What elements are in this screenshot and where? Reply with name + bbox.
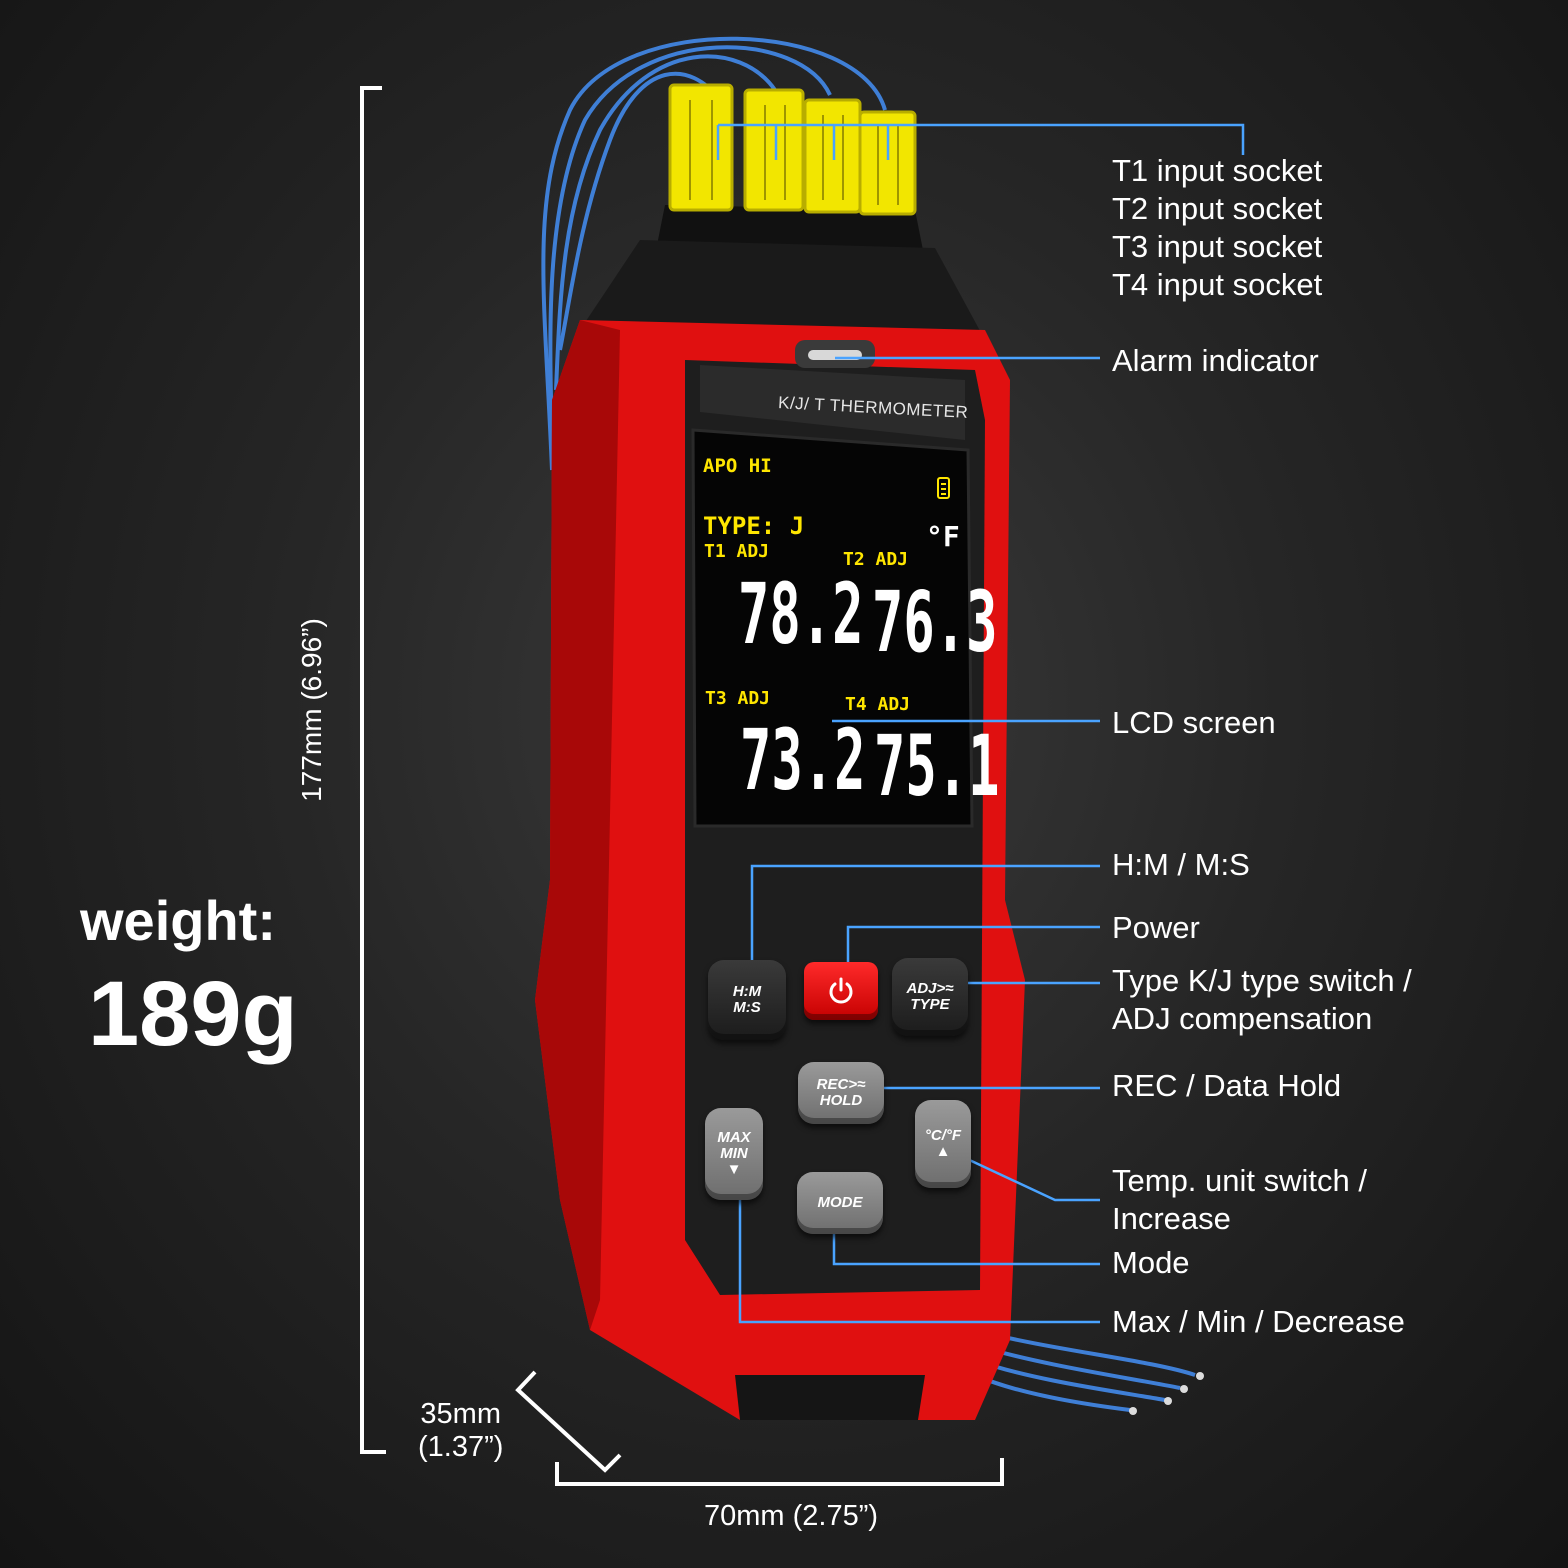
callout-lcd: LCD screen bbox=[1112, 705, 1276, 740]
callout-type-line1: Type K/J type switch / bbox=[1112, 963, 1412, 998]
lcd-screen bbox=[691, 428, 974, 828]
callout-type: Type K/J type switch / ADJ compensation bbox=[1112, 962, 1412, 1038]
callout-power: Power bbox=[1112, 910, 1200, 945]
depth-dimension-line1: 35mm bbox=[420, 1398, 501, 1430]
lcd-unit: °F bbox=[926, 520, 960, 553]
rec-hold-button[interactable]: REC>≈ HOLD bbox=[798, 1062, 884, 1124]
max-min-button-label1: MAX bbox=[717, 1129, 751, 1146]
callout-temp: Temp. unit switch / Increase bbox=[1112, 1162, 1367, 1238]
callout-type-line2: ADJ compensation bbox=[1112, 1001, 1373, 1036]
power-button[interactable] bbox=[804, 962, 878, 1020]
lcd-t4-value: 75.1 bbox=[874, 717, 1000, 815]
hm-ms-button[interactable]: H:M M:S bbox=[708, 960, 786, 1040]
callout-t4: T4 input socket bbox=[1112, 267, 1323, 302]
callout-mode: Mode bbox=[1112, 1245, 1190, 1280]
weight-label: weight: bbox=[80, 889, 276, 952]
lcd-t2-label: T2 ADJ bbox=[843, 549, 909, 570]
rec-hold-button-label1: REC>≈ bbox=[816, 1076, 866, 1093]
decrease-arrow-icon: ▼ bbox=[726, 1161, 742, 1178]
depth-dimension-line2: (1.37”) bbox=[418, 1431, 504, 1463]
thermocouple-wires-top bbox=[541, 36, 887, 471]
lcd-type: TYPE: J bbox=[703, 512, 805, 540]
lcd-t1-value: 78.2 bbox=[738, 565, 864, 663]
callout-hm: H:M / M:S bbox=[1112, 847, 1250, 882]
lcd-t1-label: T1 ADJ bbox=[704, 541, 770, 562]
device-body-side bbox=[535, 320, 620, 1330]
rec-hold-button-label2: HOLD bbox=[819, 1092, 863, 1109]
hm-ms-button-label2: M:S bbox=[733, 999, 761, 1016]
width-dimension: 70mm (2.75”) bbox=[704, 1500, 879, 1532]
adj-type-button-label1: ADJ>≈ bbox=[906, 980, 954, 997]
lcd-t3-value: 73.2 bbox=[740, 711, 866, 809]
title-band bbox=[700, 365, 965, 440]
callout-alarm: Alarm indicator bbox=[1112, 343, 1319, 378]
wire-tips bbox=[1129, 1372, 1204, 1415]
callout-input-sockets: T1 input socket T2 input socket T3 input… bbox=[1112, 152, 1322, 304]
depth-dimension: 35mm (1.37”) bbox=[418, 1398, 503, 1464]
adj-type-button[interactable]: ADJ>≈ TYPE bbox=[892, 958, 968, 1036]
mode-button[interactable]: MODE bbox=[797, 1172, 883, 1234]
adj-type-button-label2: TYPE bbox=[910, 996, 950, 1013]
lcd-t3-label: T3 ADJ bbox=[705, 688, 771, 709]
max-min-button-label2: MIN bbox=[720, 1145, 748, 1162]
hm-ms-button-label1: H:M bbox=[732, 983, 762, 1000]
callout-t1: T1 input socket bbox=[1112, 153, 1323, 188]
battery-icon bbox=[937, 477, 950, 499]
lcd-t4-label: T4 ADJ bbox=[845, 694, 911, 715]
callout-lines bbox=[716, 123, 1245, 1324]
callout-t3: T3 input socket bbox=[1112, 229, 1323, 264]
height-dimension-text: 177mm (6.96”) bbox=[296, 618, 327, 802]
callout-maxmin: Max / Min / Decrease bbox=[1112, 1304, 1405, 1339]
increase-arrow-icon: ▲ bbox=[935, 1143, 951, 1160]
device-top-cap bbox=[580, 240, 985, 340]
callout-rec: REC / Data Hold bbox=[1112, 1068, 1342, 1103]
mode-button-label: MODE bbox=[817, 1194, 863, 1211]
input-sockets bbox=[668, 83, 917, 216]
lcd-t2-value: 76.3 bbox=[872, 573, 998, 671]
device-bottom-foot bbox=[735, 1375, 925, 1420]
dimension-brackets bbox=[360, 86, 1004, 1486]
unit-switch-button-label: °C/°F bbox=[924, 1127, 962, 1144]
lcd-apo: APO HI bbox=[703, 455, 772, 477]
weight-value: 189g bbox=[88, 963, 298, 1065]
power-icon bbox=[829, 977, 853, 1004]
callout-temp-line2: Increase bbox=[1112, 1201, 1231, 1236]
callout-temp-line1: Temp. unit switch / bbox=[1112, 1163, 1367, 1198]
callout-t2: T2 input socket bbox=[1112, 191, 1323, 226]
unit-switch-button[interactable]: °C/°F ▲ bbox=[915, 1100, 971, 1188]
max-min-button[interactable]: MAX MIN ▼ bbox=[705, 1108, 763, 1200]
